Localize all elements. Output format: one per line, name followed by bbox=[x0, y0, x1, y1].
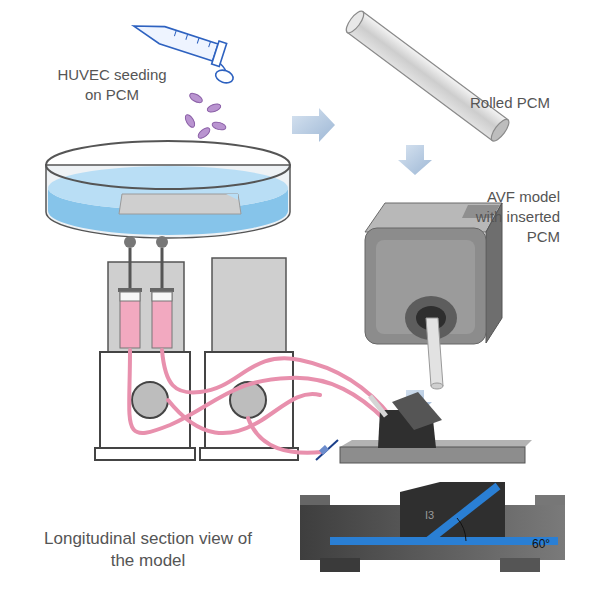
cell bbox=[206, 102, 222, 113]
pump-base bbox=[205, 352, 293, 450]
petri-dish bbox=[46, 141, 290, 238]
tube-rim bbox=[212, 41, 227, 66]
tube-wall bbox=[347, 12, 508, 141]
plunger-knob bbox=[156, 236, 168, 248]
needle bbox=[316, 440, 338, 460]
plate-foot bbox=[320, 558, 360, 572]
syringe-air bbox=[152, 292, 172, 301]
syringe-barrel bbox=[152, 292, 172, 348]
artery-channel bbox=[428, 486, 498, 541]
tube-body bbox=[131, 17, 218, 61]
tube-end bbox=[488, 117, 512, 144]
panel-caption: HUVEC seeding on PCM bbox=[56, 65, 168, 105]
inserted-pcm bbox=[426, 318, 443, 386]
pump-housing bbox=[108, 262, 184, 352]
section-block bbox=[400, 482, 505, 540]
needle-shaft bbox=[316, 440, 338, 460]
cell bbox=[188, 91, 204, 104]
mounted-pcm bbox=[370, 396, 386, 416]
platform-plate bbox=[340, 447, 525, 463]
model-face bbox=[376, 240, 475, 334]
pcm-notch bbox=[226, 194, 238, 200]
perfusion-platform bbox=[340, 392, 532, 463]
pump-housing bbox=[212, 258, 286, 352]
section-view bbox=[300, 482, 565, 572]
model-front bbox=[365, 228, 486, 344]
panel-caption: Rolled PCM bbox=[470, 93, 560, 113]
pcm-end bbox=[431, 383, 443, 389]
plunger-knob bbox=[124, 236, 136, 248]
cell bbox=[183, 113, 196, 129]
cell bbox=[211, 121, 226, 131]
plunger-rod bbox=[130, 248, 162, 290]
tube-lid bbox=[214, 68, 235, 85]
syringe-pump bbox=[95, 236, 195, 460]
syringe-flange bbox=[150, 288, 174, 292]
figure-panel: Longitudinal section view of the model bbox=[40, 478, 570, 580]
process-arrow bbox=[398, 145, 432, 175]
cell bbox=[196, 126, 211, 140]
mounted-model-top bbox=[392, 392, 442, 430]
angle-arc bbox=[457, 518, 466, 541]
avf-model bbox=[365, 203, 502, 389]
figure-panel: HUVEC seeding on PCM bbox=[40, 10, 292, 245]
perfusion-tubing bbox=[129, 350, 392, 453]
tube bbox=[129, 350, 385, 433]
pump-base bbox=[100, 352, 190, 450]
pump-roller bbox=[132, 382, 168, 418]
endothelial-cells bbox=[183, 91, 226, 140]
panel-caption: AVF model with inserted PCM bbox=[470, 187, 560, 246]
tube-graduation bbox=[174, 30, 210, 47]
tube bbox=[248, 418, 322, 453]
needle-hub bbox=[319, 445, 329, 455]
tube bbox=[168, 394, 320, 433]
dish-wall bbox=[46, 165, 290, 238]
dish-rim bbox=[46, 141, 290, 189]
vein-channel bbox=[330, 537, 558, 545]
figure-label: I3 bbox=[425, 508, 434, 523]
syringe-flange bbox=[118, 288, 142, 292]
syringe-air bbox=[120, 292, 140, 301]
figure-panel: AVF model with inserted PCM bbox=[340, 175, 565, 390]
syringe-barrel bbox=[120, 292, 140, 348]
platform-top bbox=[340, 440, 532, 447]
process-arrow bbox=[292, 108, 335, 142]
rolled-pcm-tube bbox=[343, 9, 512, 144]
panel-caption: Longitudinal section view of the model bbox=[43, 528, 253, 573]
pcm-sheet bbox=[119, 194, 241, 214]
tube-end bbox=[343, 9, 367, 36]
pump-foot bbox=[95, 448, 195, 460]
figure-label: 60° bbox=[532, 537, 550, 553]
plate-foot bbox=[500, 558, 540, 572]
figure-panel: Rolled PCM bbox=[335, 10, 560, 145]
